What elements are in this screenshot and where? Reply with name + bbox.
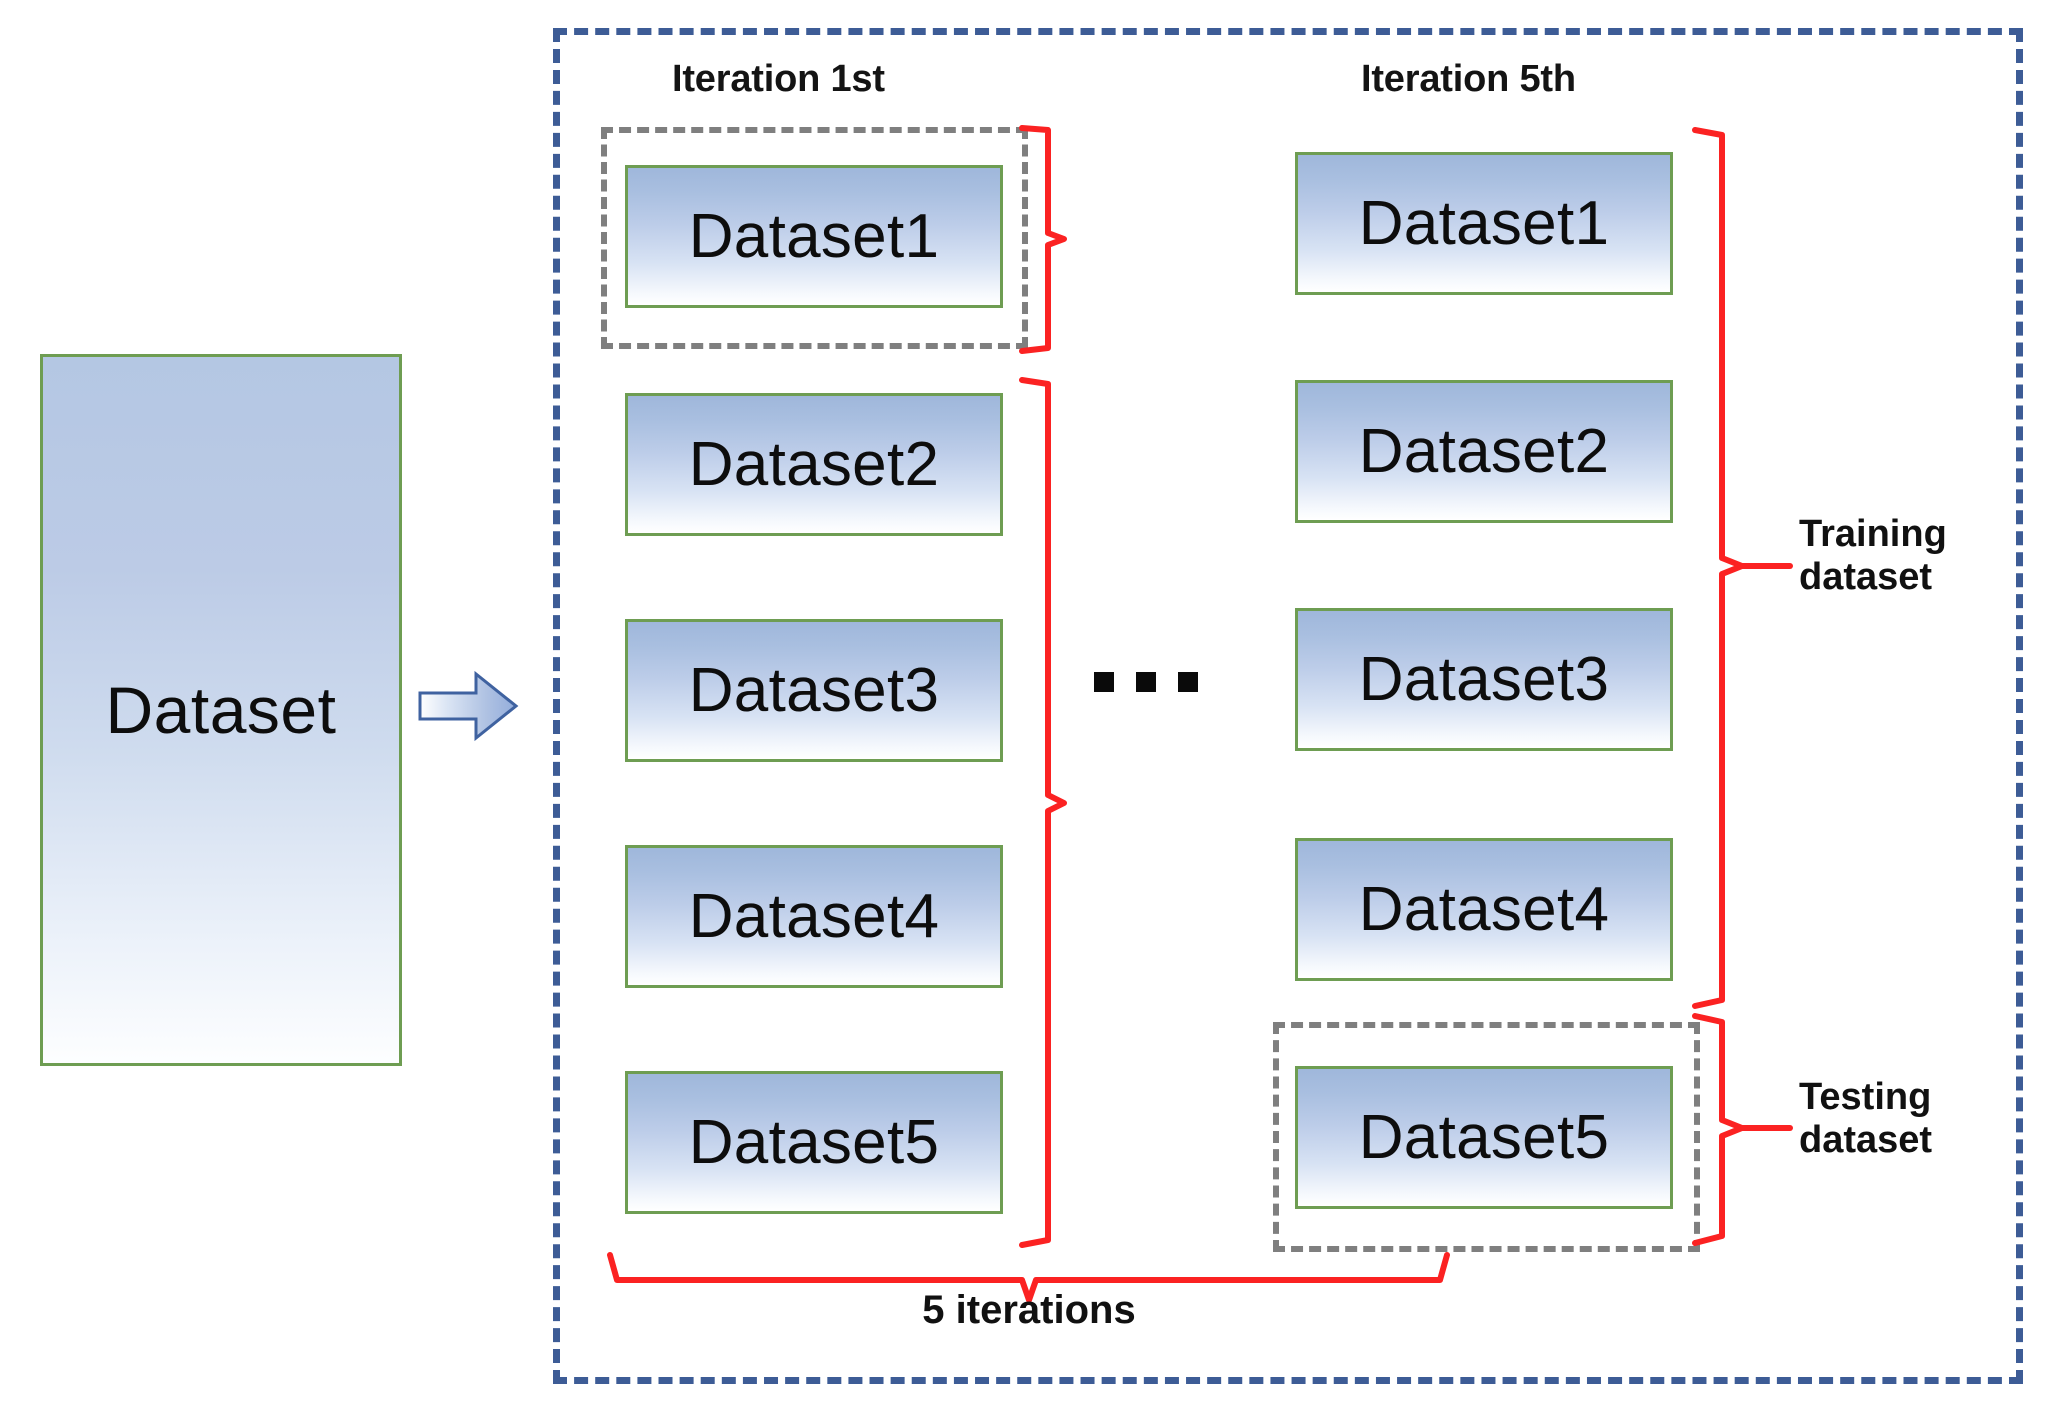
dataset-card-label: Dataset1: [1358, 188, 1610, 258]
ellipsis-dot: [1178, 672, 1198, 692]
ellipsis-dot: [1136, 672, 1156, 692]
testing-dataset-label-line2: dataset: [1799, 1118, 1933, 1161]
dataset-card-label: Dataset1: [688, 201, 940, 271]
dataset-card: Dataset3: [1295, 608, 1673, 751]
iterations-count-label: 5 iterations: [922, 1288, 1136, 1332]
dataset-card: Dataset4: [1295, 838, 1673, 981]
iteration-1-title: Iteration 1st: [672, 58, 885, 100]
dataset-card-label: Dataset4: [1358, 874, 1610, 944]
cross-validation-frame: [553, 28, 2023, 1384]
testing-dataset-label-line1: Testing: [1799, 1076, 1932, 1118]
dataset-card: Dataset2: [1295, 380, 1673, 523]
dataset-card-label: Dataset3: [1358, 644, 1610, 714]
dataset-card: Dataset2: [625, 393, 1003, 536]
dataset-card: Dataset1: [625, 165, 1003, 308]
horizontal-ellipsis-icon: [1094, 672, 1198, 692]
ellipsis-dot: [1094, 672, 1114, 692]
training-dataset-label-line1: Training: [1799, 513, 1947, 555]
source-dataset-block: Dataset: [40, 354, 402, 1066]
training-dataset-label-line2: dataset: [1799, 555, 1933, 598]
source-dataset-label: Dataset: [105, 673, 337, 747]
dataset-card-label: Dataset5: [1358, 1102, 1610, 1172]
dataset-card: Dataset3: [625, 619, 1003, 762]
dataset-card: Dataset1: [1295, 152, 1673, 295]
right-arrow-icon: [416, 668, 520, 744]
training-dataset-label: Training dataset: [1799, 513, 1947, 598]
dataset-card-label: Dataset5: [688, 1107, 940, 1177]
dataset-card: Dataset4: [625, 845, 1003, 988]
dataset-card-label: Dataset2: [1358, 416, 1610, 486]
dataset-card-label: Dataset2: [688, 429, 940, 499]
iteration-5-title: Iteration 5th: [1361, 58, 1576, 100]
testing-dataset-label: Testing dataset: [1799, 1076, 1932, 1161]
dataset-card: Dataset5: [625, 1071, 1003, 1214]
dataset-card-label: Dataset3: [688, 655, 940, 725]
dataset-card-label: Dataset4: [688, 881, 940, 951]
dataset-card: Dataset5: [1295, 1066, 1673, 1209]
